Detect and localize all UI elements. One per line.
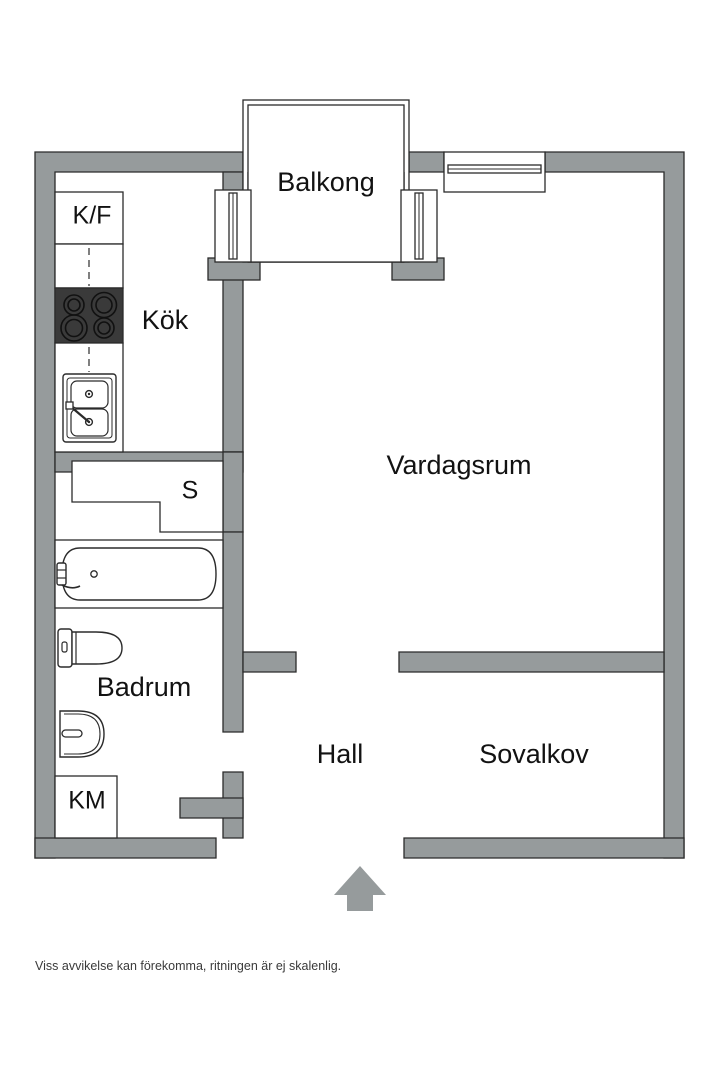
interior-wall-storage-right <box>222 451 244 533</box>
balcony-door-group[interactable] <box>214 189 438 263</box>
living-room-window-group[interactable] <box>443 151 546 193</box>
interior-wall-sovalkov-top <box>398 651 665 673</box>
stove-burner-4-inner <box>97 321 111 335</box>
interior-wall-hall-stub-top <box>242 651 297 673</box>
entrance-arrow-icon <box>334 866 386 911</box>
fixture-label-kf: K/F <box>73 202 112 230</box>
washbasin-rim <box>64 713 101 755</box>
exterior-wall-bottom-left <box>34 837 217 859</box>
bathtub-faucet-body <box>56 562 67 586</box>
exterior-wall-top-right-segment <box>408 151 445 173</box>
room-label-group: Balkong Kök Vardagsrum Badrum Hall Soval… <box>68 167 589 814</box>
fixture-label-km: KM <box>68 787 106 815</box>
stove-burner-1-inner <box>67 298 81 312</box>
balcony-structure <box>242 99 410 263</box>
disclaimer-text: Viss avvikelse kan förekomma, ritningen … <box>35 959 341 973</box>
washbasin-faucet <box>61 729 83 738</box>
storage-group <box>71 460 224 533</box>
kitchen-sink-faucet-base <box>65 401 74 410</box>
fridge-freezer-unit <box>54 191 124 245</box>
storage-s-outline <box>71 460 224 533</box>
room-label-hall: Hall <box>317 739 364 769</box>
fixture-label-s: S <box>182 477 199 505</box>
balcony-floor <box>248 172 404 262</box>
interior-wall-bathroom-right <box>222 531 244 733</box>
room-label-sovalkov: Sovalkov <box>479 739 589 769</box>
toilet-flush-button <box>61 641 68 653</box>
stove-burners <box>60 291 118 342</box>
kitchen-group <box>54 191 124 453</box>
exterior-wall-bottom-right <box>403 837 685 859</box>
entrance-arrow-group <box>334 866 386 911</box>
toilet-bowl <box>71 631 123 665</box>
interior-wall-hall-stub-bottom <box>179 797 244 819</box>
room-label-kok: Kök <box>142 305 189 335</box>
stove-burner-2-inner <box>95 296 113 314</box>
bathroom-group <box>54 539 224 839</box>
stove-burner-3-inner <box>64 318 84 338</box>
bathtub-drain <box>90 570 98 578</box>
room-label-vardagsrum: Vardagsrum <box>386 450 531 480</box>
kitchen-sink-drain-top-center <box>87 392 91 396</box>
room-label-balkong: Balkong <box>277 167 375 197</box>
stove-burner-3 <box>60 314 88 342</box>
bathtub-faucet-spout <box>61 584 81 589</box>
room-label-badrum: Badrum <box>97 672 192 702</box>
stove-burner-4 <box>93 317 115 339</box>
bathtub-basin <box>61 547 217 601</box>
washing-machine-unit <box>54 775 118 839</box>
